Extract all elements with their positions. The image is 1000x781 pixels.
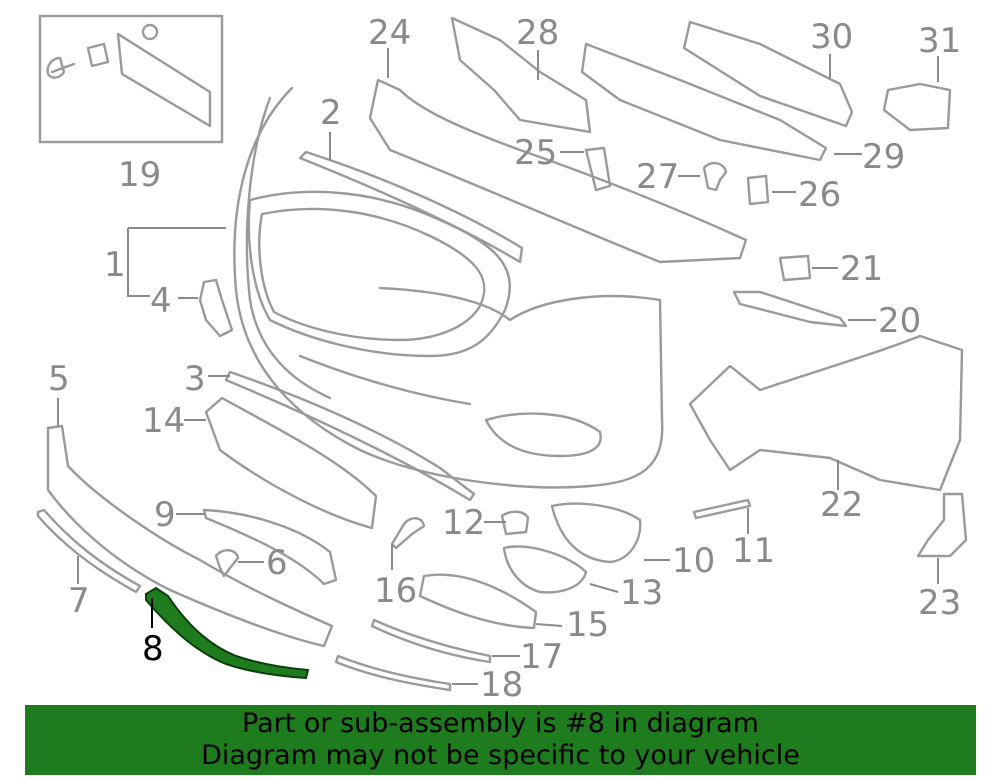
callout-9: 9 [154,495,176,535]
part-29 [580,42,828,162]
callout-13: 13 [620,573,663,613]
part-10 [550,502,642,564]
part-5 [46,424,334,648]
callout-5: 5 [48,359,70,399]
part-4 [198,278,234,338]
part-7 [36,508,142,594]
callout-20: 20 [878,301,921,341]
callout-31: 31 [918,21,961,61]
part-2 [298,150,524,264]
callout-26: 26 [798,175,841,215]
callout-27: 27 [636,157,679,197]
callout-30: 30 [810,17,853,57]
callout-25: 25 [514,133,557,173]
part-30 [682,20,854,128]
part-14 [204,396,378,530]
info-banner: Part or sub-assembly is #8 in diagram Di… [25,705,976,775]
part-16 [390,517,426,550]
part-21 [778,254,812,282]
part-15 [418,573,538,630]
callout-11: 11 [732,531,775,571]
callout-28: 28 [516,13,559,53]
part-27 [702,161,728,192]
part-1-bumper-cover [233,86,664,489]
callout-6: 6 [266,543,288,583]
part-22 [688,334,964,492]
inset-19 [38,14,224,144]
part-20 [732,290,848,328]
part-24 [368,78,748,264]
callout-18: 18 [480,665,523,705]
callout-16: 16 [374,571,417,611]
callout-24: 24 [368,13,411,53]
part-11 [692,498,752,520]
part-25 [584,146,612,192]
part-18 [334,654,452,692]
callout-3: 3 [184,359,206,399]
callout-4: 4 [150,281,172,321]
callout-23: 23 [918,583,961,623]
part-8-highlighted [145,586,310,680]
callout-29: 29 [862,137,905,177]
part-6 [214,549,240,578]
part-9 [202,508,338,586]
part-28 [450,16,592,134]
callout-15: 15 [566,605,609,645]
part-3 [224,370,476,502]
callout-8: 8 [142,629,164,669]
callout-1: 1 [104,245,126,285]
callout-17: 17 [520,637,563,677]
callout-12: 12 [442,503,485,543]
part-23 [916,492,968,558]
banner-line-2: Diagram may not be specific to your vehi… [201,740,800,771]
callout-22: 22 [820,485,863,525]
callout-21: 21 [840,249,883,289]
callout-7: 7 [68,581,90,621]
part-26 [746,174,770,206]
callout-2: 2 [320,93,342,133]
part-31 [882,82,952,132]
part-13 [502,545,588,594]
banner-line-1: Part or sub-assembly is #8 in diagram [242,708,759,739]
callout-14: 14 [142,401,185,441]
callout-19: 19 [118,155,161,195]
part-17 [370,618,492,664]
callout-10: 10 [672,541,715,581]
leaders [57,48,939,685]
part-12 [500,510,530,536]
